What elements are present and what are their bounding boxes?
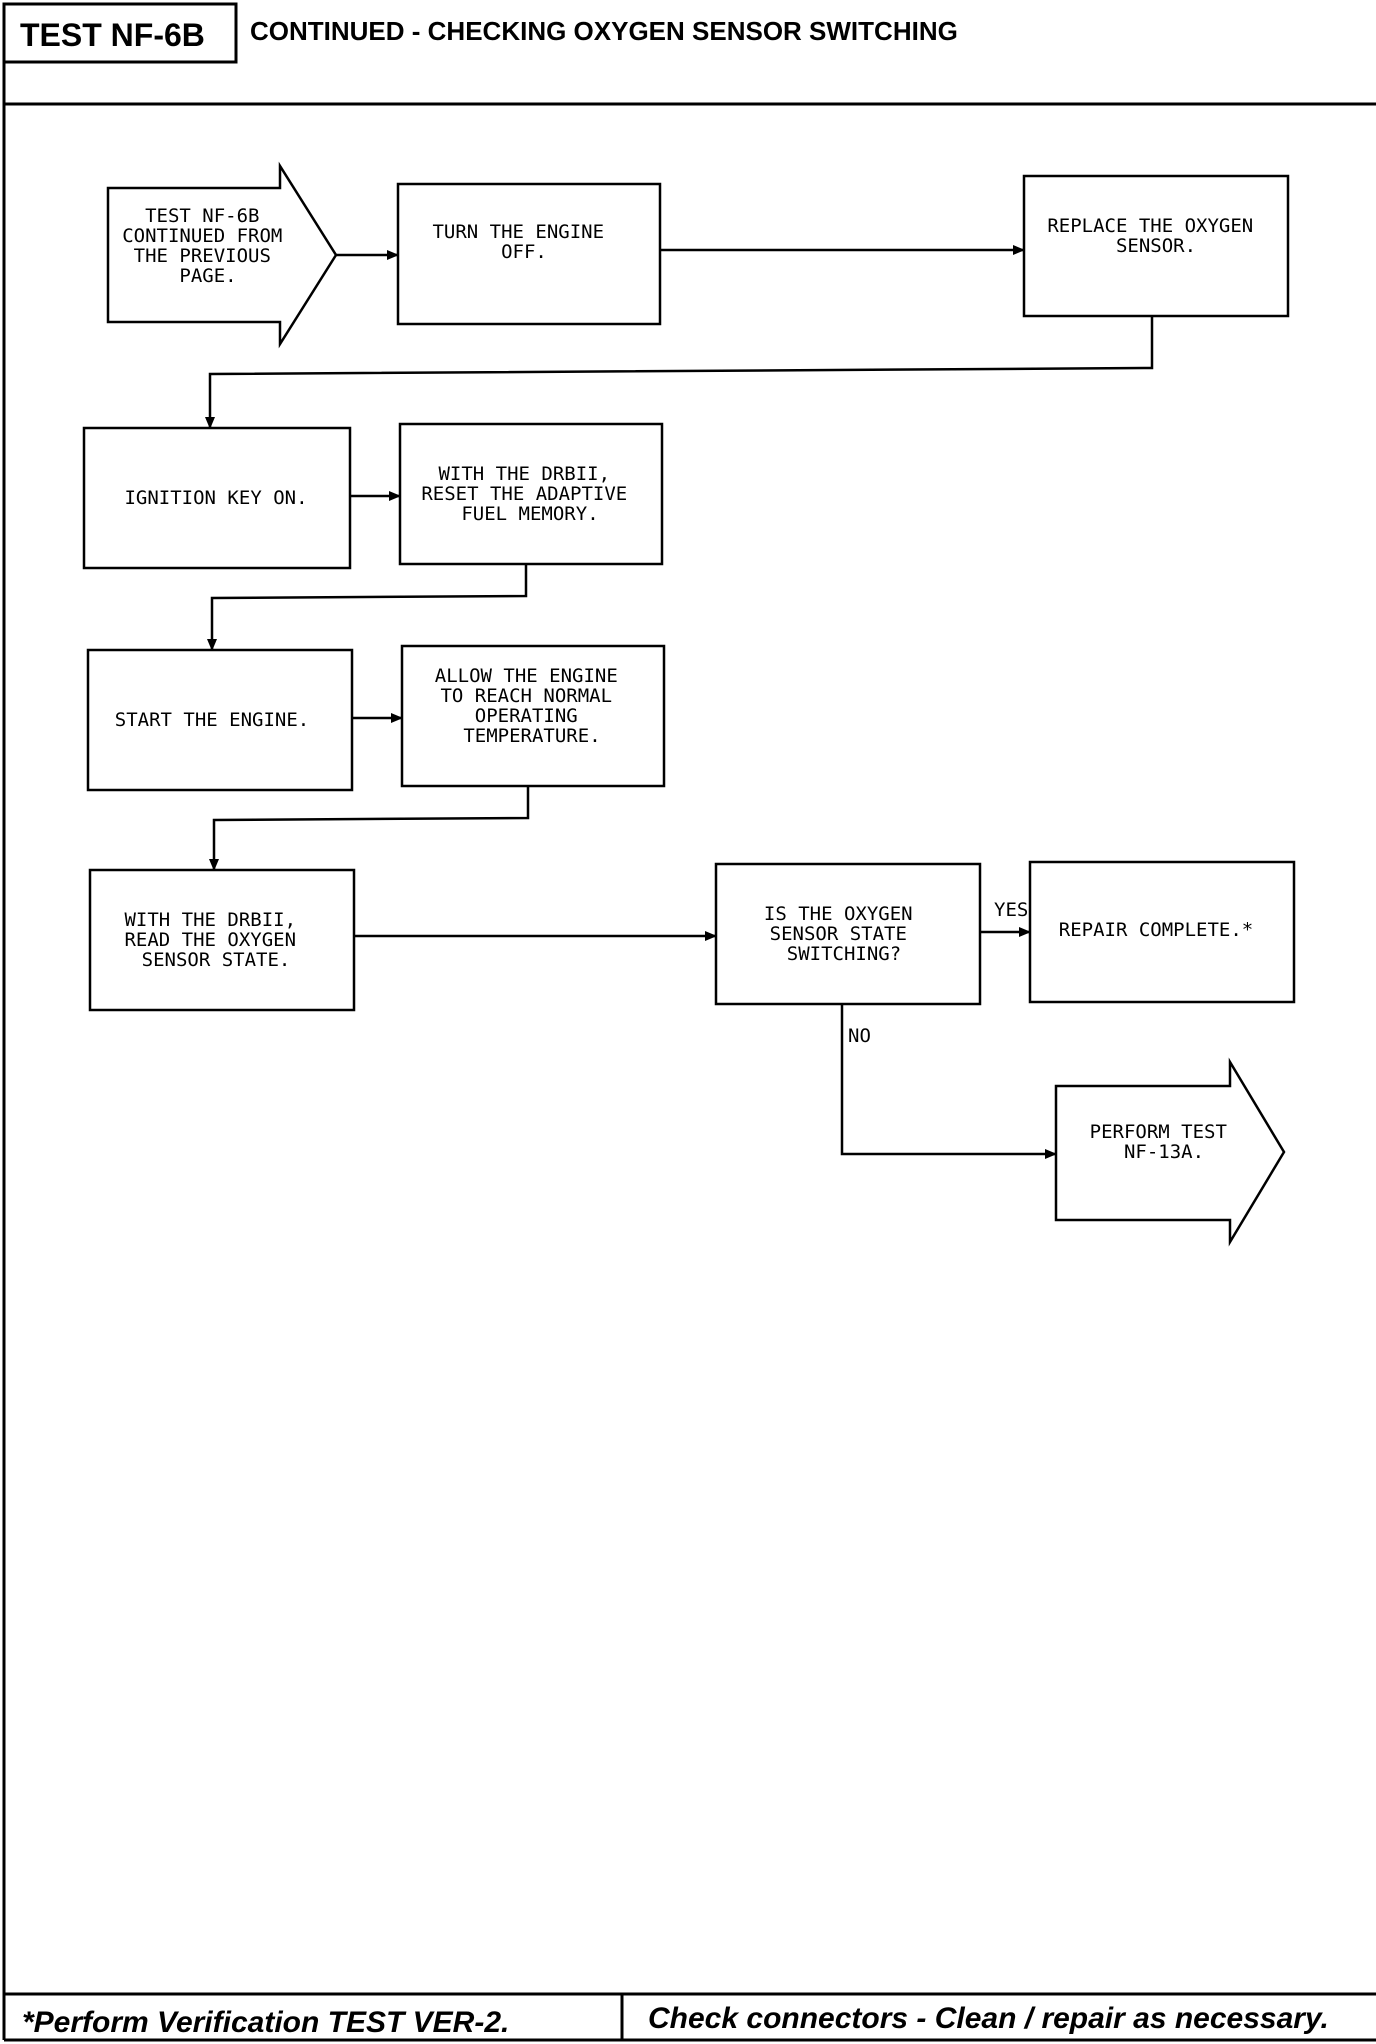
node-reset-memory-text: WITH THE DRBII, RESET THE ADAPTIVE FUEL … xyxy=(421,463,638,525)
node-replace-sensor: REPLACE THE OXYGEN SENSOR. xyxy=(1022,174,1290,318)
connector-decision-no xyxy=(840,1004,1057,1159)
node-perform-test-text: PERFORM TEST NF-13A. xyxy=(1090,1121,1239,1163)
node-ignition-on-text: IGNITION KEY ON. xyxy=(124,487,307,509)
node-warm-up-text: ALLOW THE ENGINE TO REACH NORMAL OPERATI… xyxy=(435,665,629,747)
node-read-state-text: WITH THE DRBII, READ THE OXYGEN SENSOR S… xyxy=(124,909,307,971)
node-ignition-on: IGNITION KEY ON. xyxy=(82,426,352,570)
node-read-state: WITH THE DRBII, READ THE OXYGEN SENSOR S… xyxy=(88,868,356,1012)
node-start-text: TEST NF-6B CONTINUED FROM THE PREVIOUS P… xyxy=(122,205,294,287)
node-turn-off: TURN THE ENGINE OFF. xyxy=(396,182,662,326)
connector-reset-to-start-engine xyxy=(207,564,528,651)
test-id-box xyxy=(2,2,238,64)
node-perform-test: PERFORM TEST NF-13A. xyxy=(1054,1057,1286,1247)
footer: *Perform Verification TEST VER-2. Check … xyxy=(22,1994,1329,2040)
node-repair-complete: REPAIR COMPLETE.* xyxy=(1028,860,1296,1004)
node-decision-text: IS THE OXYGEN SENSOR STATE SWITCHING? xyxy=(764,903,924,965)
node-start: TEST NF-6B CONTINUED FROM THE PREVIOUS P… xyxy=(106,161,338,349)
node-turn-off-text: TURN THE ENGINE OFF. xyxy=(432,221,615,263)
yes-label: YES xyxy=(994,899,1028,921)
node-repair-complete-text: REPAIR COMPLETE.* xyxy=(1059,919,1253,941)
node-replace-sensor-text: REPLACE THE OXYGEN SENSOR. xyxy=(1047,215,1264,257)
test-id: TEST NF-6B xyxy=(20,17,205,53)
header: TEST NF-6B CONTINUED - CHECKING OXYGEN S… xyxy=(2,2,958,64)
page-title: CONTINUED - CHECKING OXYGEN SENSOR SWITC… xyxy=(250,16,958,46)
connectors xyxy=(205,245,1154,1159)
node-start-engine-text: START THE ENGINE. xyxy=(115,709,309,731)
connector-replace-to-ignition xyxy=(205,316,1154,429)
no-label: NO xyxy=(848,1025,871,1047)
node-warm-up: ALLOW THE ENGINE TO REACH NORMAL OPERATI… xyxy=(400,644,666,788)
footer-verification-note: *Perform Verification TEST VER-2. xyxy=(22,2006,509,2039)
node-reset-memory: WITH THE DRBII, RESET THE ADAPTIVE FUEL … xyxy=(398,422,664,566)
connector-warm-up-to-read-state xyxy=(209,786,530,871)
footer-connectors-note: Check connectors - Clean / repair as nec… xyxy=(648,2002,1329,2035)
node-start-engine: START THE ENGINE. xyxy=(86,648,354,792)
page-border xyxy=(2,4,1376,2042)
node-decision: IS THE OXYGEN SENSOR STATE SWITCHING? xyxy=(714,862,982,1006)
